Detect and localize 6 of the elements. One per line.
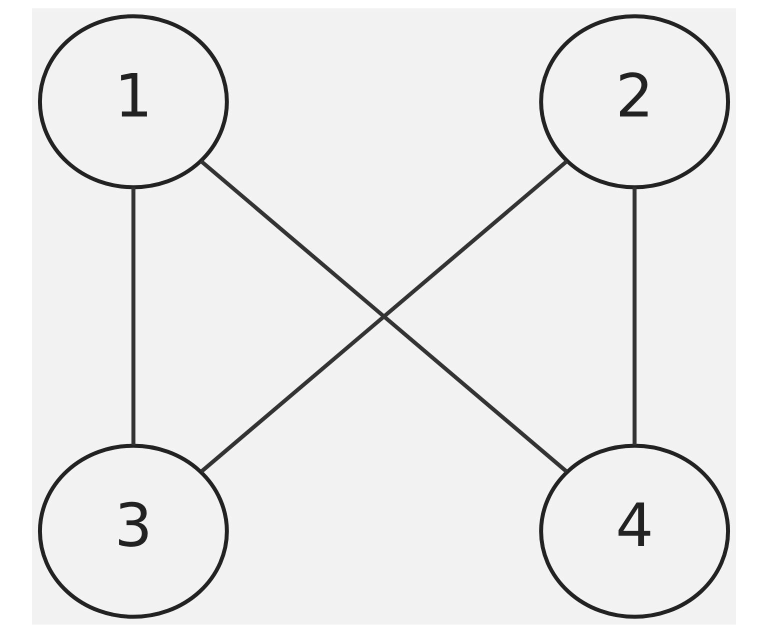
connector [131, 187, 136, 446]
node-circle: 2 [539, 14, 730, 190]
node-circle: 1 [38, 14, 229, 190]
connector [632, 187, 637, 446]
node-circle: 3 [38, 444, 229, 619]
node-circle: 4 [539, 444, 730, 619]
